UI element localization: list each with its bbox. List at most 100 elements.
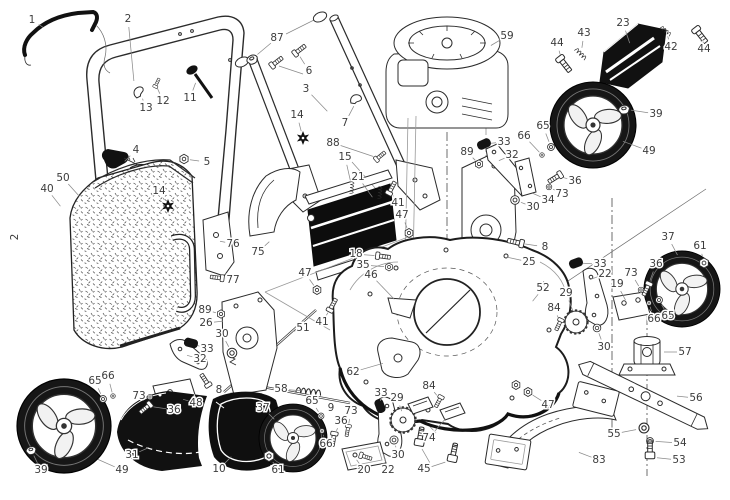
leader-line-3 xyxy=(311,94,328,112)
leader-line-30 xyxy=(225,340,230,347)
leader-line-89 xyxy=(212,311,216,314)
blade xyxy=(578,360,709,430)
bail-handle xyxy=(22,9,111,74)
leader-line-8 xyxy=(525,243,538,247)
grass-bag xyxy=(69,159,198,350)
leader-line-14 xyxy=(162,197,165,201)
part-glyph-61 xyxy=(263,449,275,463)
part-label-73: 73 xyxy=(344,405,357,417)
leader-line-32 xyxy=(186,354,193,358)
part-label-36: 36 xyxy=(649,258,663,270)
part-label-7: 7 xyxy=(342,117,349,129)
part-label-34: 34 xyxy=(541,194,555,206)
part-label-13: 13 xyxy=(139,102,152,114)
part-label-66: 66 xyxy=(101,370,115,382)
leader-line-36 xyxy=(336,428,338,432)
leader-line-61 xyxy=(272,461,275,464)
leader-line-30 xyxy=(598,333,602,340)
part-glyph-47 xyxy=(312,285,322,295)
part-label-66: 66 xyxy=(517,130,531,142)
part-label-52: 52 xyxy=(536,282,549,294)
part-label-33: 33 xyxy=(593,258,606,270)
part-label-11: 11 xyxy=(183,92,196,104)
leader-line-75 xyxy=(263,241,270,247)
part-label-58: 58 xyxy=(274,383,287,395)
wheel-front-left xyxy=(16,378,112,474)
leader-line-89 xyxy=(472,157,476,161)
part-label-14: 14 xyxy=(290,109,304,121)
leader-line-20 xyxy=(356,459,360,464)
part-label-41: 41 xyxy=(391,197,404,209)
part-label-19: 19 xyxy=(610,278,623,290)
leader-line-66 xyxy=(322,434,324,437)
leader-line-29 xyxy=(568,300,573,311)
part-glyph-66 xyxy=(110,393,116,399)
part-label-65: 65 xyxy=(88,375,101,387)
part-label-77: 77 xyxy=(226,274,239,286)
part-label-33: 33 xyxy=(374,387,387,399)
leader-line-36 xyxy=(153,406,167,410)
part-glyph-65 xyxy=(547,143,555,151)
part-label-25: 25 xyxy=(522,256,535,268)
leader-line-73 xyxy=(348,418,350,424)
leader-line-7 xyxy=(348,106,355,117)
handle-bracket xyxy=(202,211,235,277)
part-label-23: 23 xyxy=(616,17,629,29)
leader-line-36 xyxy=(649,271,654,281)
leader-line-76 xyxy=(219,240,226,243)
leader-line-37 xyxy=(268,413,275,420)
part-glyph-73 xyxy=(545,183,553,191)
part-label-53: 53 xyxy=(672,454,685,466)
part-glyph-89 xyxy=(475,159,483,169)
leader-line-66 xyxy=(649,306,652,312)
leader-line-43 xyxy=(581,40,584,48)
part-label-26: 26 xyxy=(199,317,213,329)
part-label-61: 61 xyxy=(271,464,284,476)
part-label-47: 47 xyxy=(541,399,554,411)
part-label-89: 89 xyxy=(460,146,473,158)
leader-line-52 xyxy=(532,294,539,302)
part-label-10: 10 xyxy=(212,463,225,475)
part-label-66: 66 xyxy=(319,438,333,450)
leader-line-51 xyxy=(292,330,296,333)
part-label-54: 54 xyxy=(673,437,687,449)
leader-line-66 xyxy=(109,383,113,393)
part-label-48: 48 xyxy=(189,397,202,409)
part-label-35: 35 xyxy=(356,259,369,271)
leader-line-61 xyxy=(701,253,703,257)
leader-line-40 xyxy=(51,195,61,207)
part-label-2: 2 xyxy=(9,234,21,241)
part-label-88: 88 xyxy=(326,137,339,149)
leader-line-39 xyxy=(630,109,649,114)
part-label-51: 51 xyxy=(296,322,309,334)
leader-line-22 xyxy=(589,276,598,280)
leader-line-87 xyxy=(257,42,272,55)
leader-line-73 xyxy=(634,279,640,287)
part-label-75: 75 xyxy=(251,246,264,258)
part-label-76: 76 xyxy=(226,238,240,250)
leader-line-34 xyxy=(532,193,541,198)
part-label-45: 45 xyxy=(417,463,430,475)
leader-line-13 xyxy=(142,98,144,101)
part-label-36: 36 xyxy=(568,175,582,187)
part-label-31: 31 xyxy=(125,449,138,461)
leader-line-19 xyxy=(620,290,626,301)
leader-line-65 xyxy=(315,407,319,412)
brake-cable xyxy=(95,24,111,74)
part-label-22: 22 xyxy=(381,464,394,476)
part-label-74: 74 xyxy=(422,432,436,444)
leader-line-44 xyxy=(558,50,561,55)
part-label-30: 30 xyxy=(215,328,228,340)
leader-line-29 xyxy=(399,405,403,412)
leader-line-88 xyxy=(340,145,374,157)
part-label-29: 29 xyxy=(559,287,572,299)
part-label-44: 44 xyxy=(697,43,711,55)
part-label-65: 65 xyxy=(536,120,549,132)
part-label-22: 22 xyxy=(598,268,611,280)
leader-line-26 xyxy=(213,320,224,323)
part-label-89: 89 xyxy=(198,304,211,316)
part-glyph-66 xyxy=(646,300,652,306)
part-label-61: 61 xyxy=(693,240,706,252)
